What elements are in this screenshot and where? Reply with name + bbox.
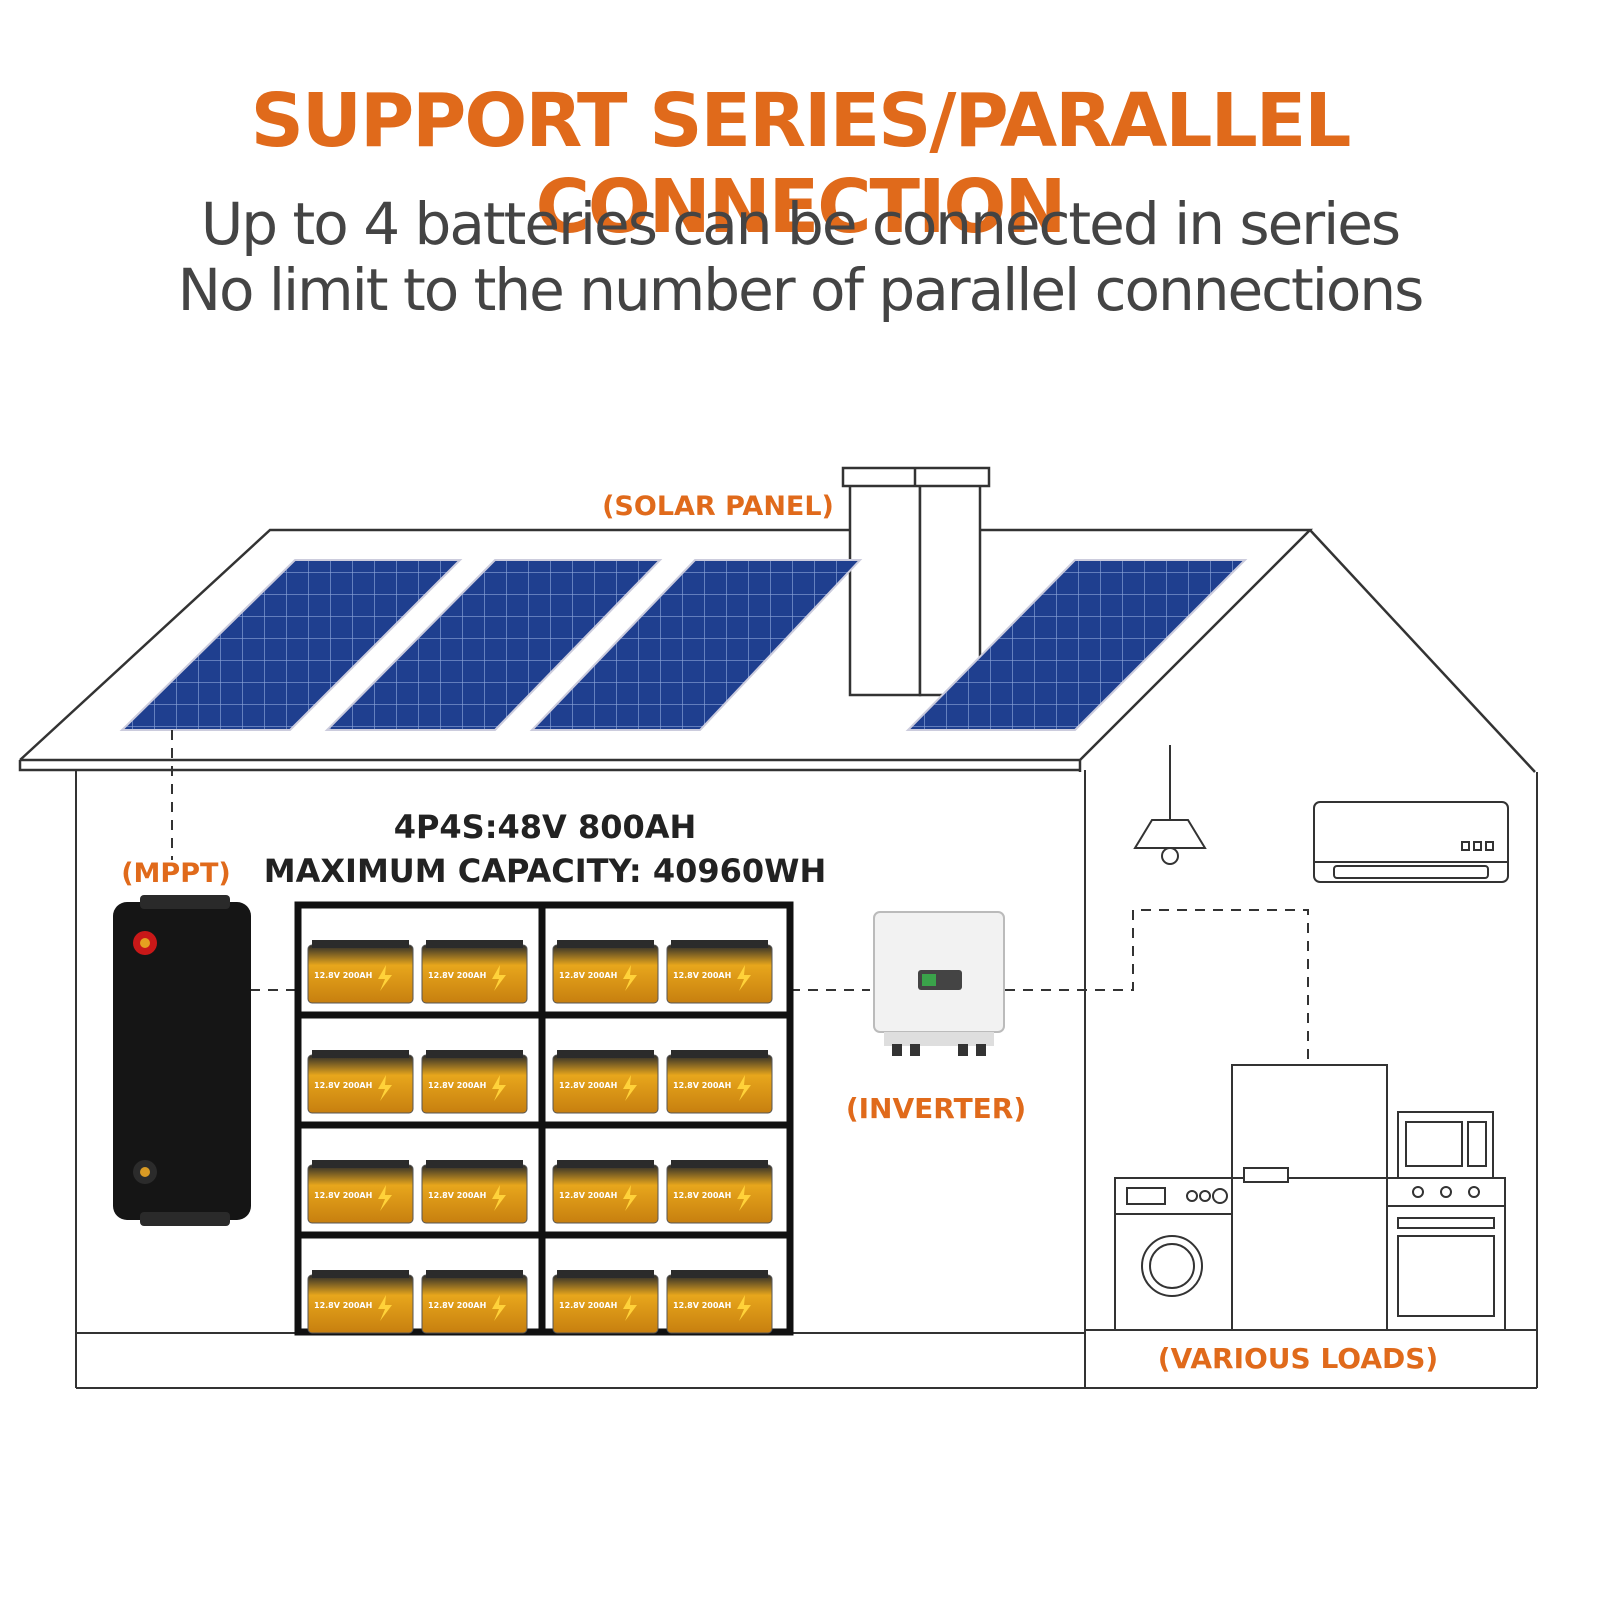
battery-rating: 12.8V 200AH <box>559 971 617 980</box>
roof <box>18 528 1536 773</box>
bolt-icon <box>378 1075 392 1101</box>
solar-panel-icon <box>119 559 463 731</box>
battery-icon: 12.8V 200AH <box>421 940 528 1004</box>
bolt-icon <box>378 1185 392 1211</box>
bolt-icon <box>623 1075 637 1101</box>
bolt-icon <box>623 1295 637 1321</box>
battery-rating: 12.8V 200AH <box>559 1301 617 1310</box>
config-label: 4P4S:48V 800AH <box>394 808 697 846</box>
bolt-icon <box>378 1295 392 1321</box>
stove-icon <box>1386 1177 1506 1331</box>
various-loads-label: (VARIOUS LOADS) <box>1158 1342 1438 1375</box>
battery-rating: 12.8V 200AH <box>428 1191 486 1200</box>
solar-panel-icon <box>529 559 863 731</box>
mppt-controller-icon <box>113 895 251 1226</box>
refrigerator-icon <box>1231 1064 1388 1331</box>
battery-rating: 12.8V 200AH <box>428 1301 486 1310</box>
bolt-icon <box>492 1185 506 1211</box>
battery-icon: 12.8V 200AH <box>552 1160 659 1224</box>
battery-icon: 12.8V 200AH <box>307 1050 414 1114</box>
battery-rating: 12.8V 200AH <box>673 1191 731 1200</box>
wiring <box>171 730 1309 1065</box>
microwave-icon <box>1397 1111 1494 1179</box>
bolt-icon <box>378 965 392 991</box>
bolt-icon <box>737 965 751 991</box>
battery-rating: 12.8V 200AH <box>559 1191 617 1200</box>
battery-icon: 12.8V 200AH <box>421 1050 528 1114</box>
bolt-icon <box>492 965 506 991</box>
bolt-icon <box>623 965 637 991</box>
inverter-label: (INVERTER) <box>846 1092 1026 1125</box>
air-conditioner-icon <box>1313 801 1509 883</box>
battery-rating: 12.8V 200AH <box>314 1191 372 1200</box>
battery-icon: 12.8V 200AH <box>666 940 773 1004</box>
battery-icon: 12.8V 200AH <box>307 1160 414 1224</box>
bolt-icon <box>492 1295 506 1321</box>
battery-rating: 12.8V 200AH <box>559 1081 617 1090</box>
bolt-icon <box>737 1185 751 1211</box>
battery-bank: 12.8V 200AH 12.8V 200AH 12.8V 200AH 12.8V 2… <box>307 940 773 1334</box>
battery-rating: 12.8V 200AH <box>314 1301 372 1310</box>
solar-panel-icon <box>905 559 1248 731</box>
battery-rating: 12.8V 200AH <box>673 1081 731 1090</box>
bolt-icon <box>623 1185 637 1211</box>
mppt-label: (MPPT) <box>121 858 231 889</box>
battery-icon: 12.8V 200AH <box>421 1160 528 1224</box>
solar-panel-label: (SOLAR PANEL) <box>602 491 834 522</box>
headline: SUPPORT SERIES/PARALLEL CONNECTION <box>250 78 1352 250</box>
battery-icon: 12.8V 200AH <box>666 1270 773 1334</box>
battery-icon: 12.8V 200AH <box>552 1270 659 1334</box>
capacity-label: MAXIMUM CAPACITY: 40960WH <box>264 852 826 890</box>
bolt-icon <box>492 1075 506 1101</box>
subtitle-parallel: No limit to the number of parallel conne… <box>177 256 1425 324</box>
battery-rack <box>294 901 794 1336</box>
battery-rating: 12.8V 200AH <box>428 1081 486 1090</box>
inverter-icon <box>873 911 1005 1056</box>
battery-icon: 12.8V 200AH <box>666 1050 773 1114</box>
subtitle-series: Up to 4 batteries can be connected in se… <box>200 190 1401 258</box>
battery-icon: 12.8V 200AH <box>666 1160 773 1224</box>
chimney <box>841 466 991 697</box>
bolt-icon <box>737 1075 751 1101</box>
battery-icon: 12.8V 200AH <box>307 1270 414 1334</box>
battery-rating: 12.8V 200AH <box>673 971 731 980</box>
battery-icon: 12.8V 200AH <box>552 1050 659 1114</box>
battery-icon: 12.8V 200AH <box>307 940 414 1004</box>
washing-machine-icon <box>1114 1177 1233 1331</box>
battery-rating: 12.8V 200AH <box>428 971 486 980</box>
battery-icon: 12.8V 200AH <box>421 1270 528 1334</box>
solar-panel-array <box>119 559 1248 731</box>
battery-rating: 12.8V 200AH <box>314 971 372 980</box>
solar-panel-icon <box>324 559 663 731</box>
battery-rating: 12.8V 200AH <box>673 1301 731 1310</box>
bolt-icon <box>737 1295 751 1321</box>
battery-icon: 12.8V 200AH <box>552 940 659 1004</box>
battery-rating: 12.8V 200AH <box>314 1081 372 1090</box>
ceiling-lamp-icon <box>1133 745 1207 865</box>
